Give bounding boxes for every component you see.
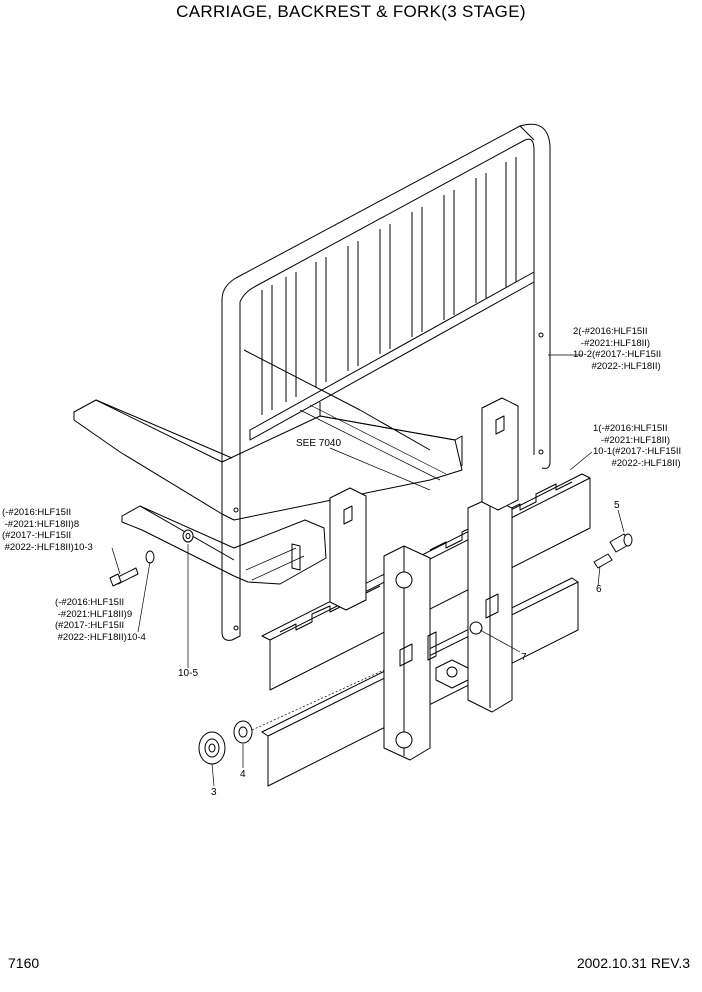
backrest-post-right (481, 397, 519, 511)
roller-bearing (198, 731, 226, 765)
callout-part-6: 6 (596, 584, 602, 595)
washer (145, 550, 155, 564)
backrest-slats (249, 157, 535, 441)
callout-see-reference: SEE 7040 (296, 438, 342, 449)
lower-fork (121, 505, 327, 585)
revision-date: 2002.10.31 REV.3 (576, 955, 690, 971)
upper-fork (73, 349, 463, 521)
bushing-10-5 (182, 529, 194, 543)
carriage-side-plate-right (467, 497, 513, 713)
page-title: CARRIAGE, BACKREST & FORK(3 STAGE) (176, 2, 526, 21)
shim-washer (233, 720, 253, 744)
callout-part-1: 1(-#2016:HLF15II -#2021:HLF18II) 10-1(#2… (593, 423, 682, 469)
callout-part-10-5: 10-5 (178, 668, 199, 679)
callout-part-4: 4 (240, 769, 246, 780)
backrest-frame (221, 123, 551, 641)
callout-part-7: 7 (521, 652, 527, 663)
hook-plate (435, 659, 469, 689)
callout-part-3: 3 (211, 787, 217, 798)
leader-lines (111, 354, 625, 787)
backrest-post-left (329, 487, 367, 611)
callout-part-8: (-#2016:HLF15II -#2021:HLF18II)8 (#2017-… (2, 507, 93, 553)
callout-part-9: (-#2016:HLF15II -#2021:HLF18II)9 (#2017-… (55, 597, 146, 643)
callout-part-2: 2(-#2016:HLF15II -#2021:HLF18II) 10-2(#2… (573, 326, 662, 372)
grease-nipple (593, 553, 613, 569)
callout-part-5: 5 (614, 500, 620, 511)
roller-pin (609, 533, 633, 553)
bolt (109, 567, 139, 587)
carriage-side-plate-left (383, 545, 437, 761)
page-number: 7160 (8, 955, 40, 971)
